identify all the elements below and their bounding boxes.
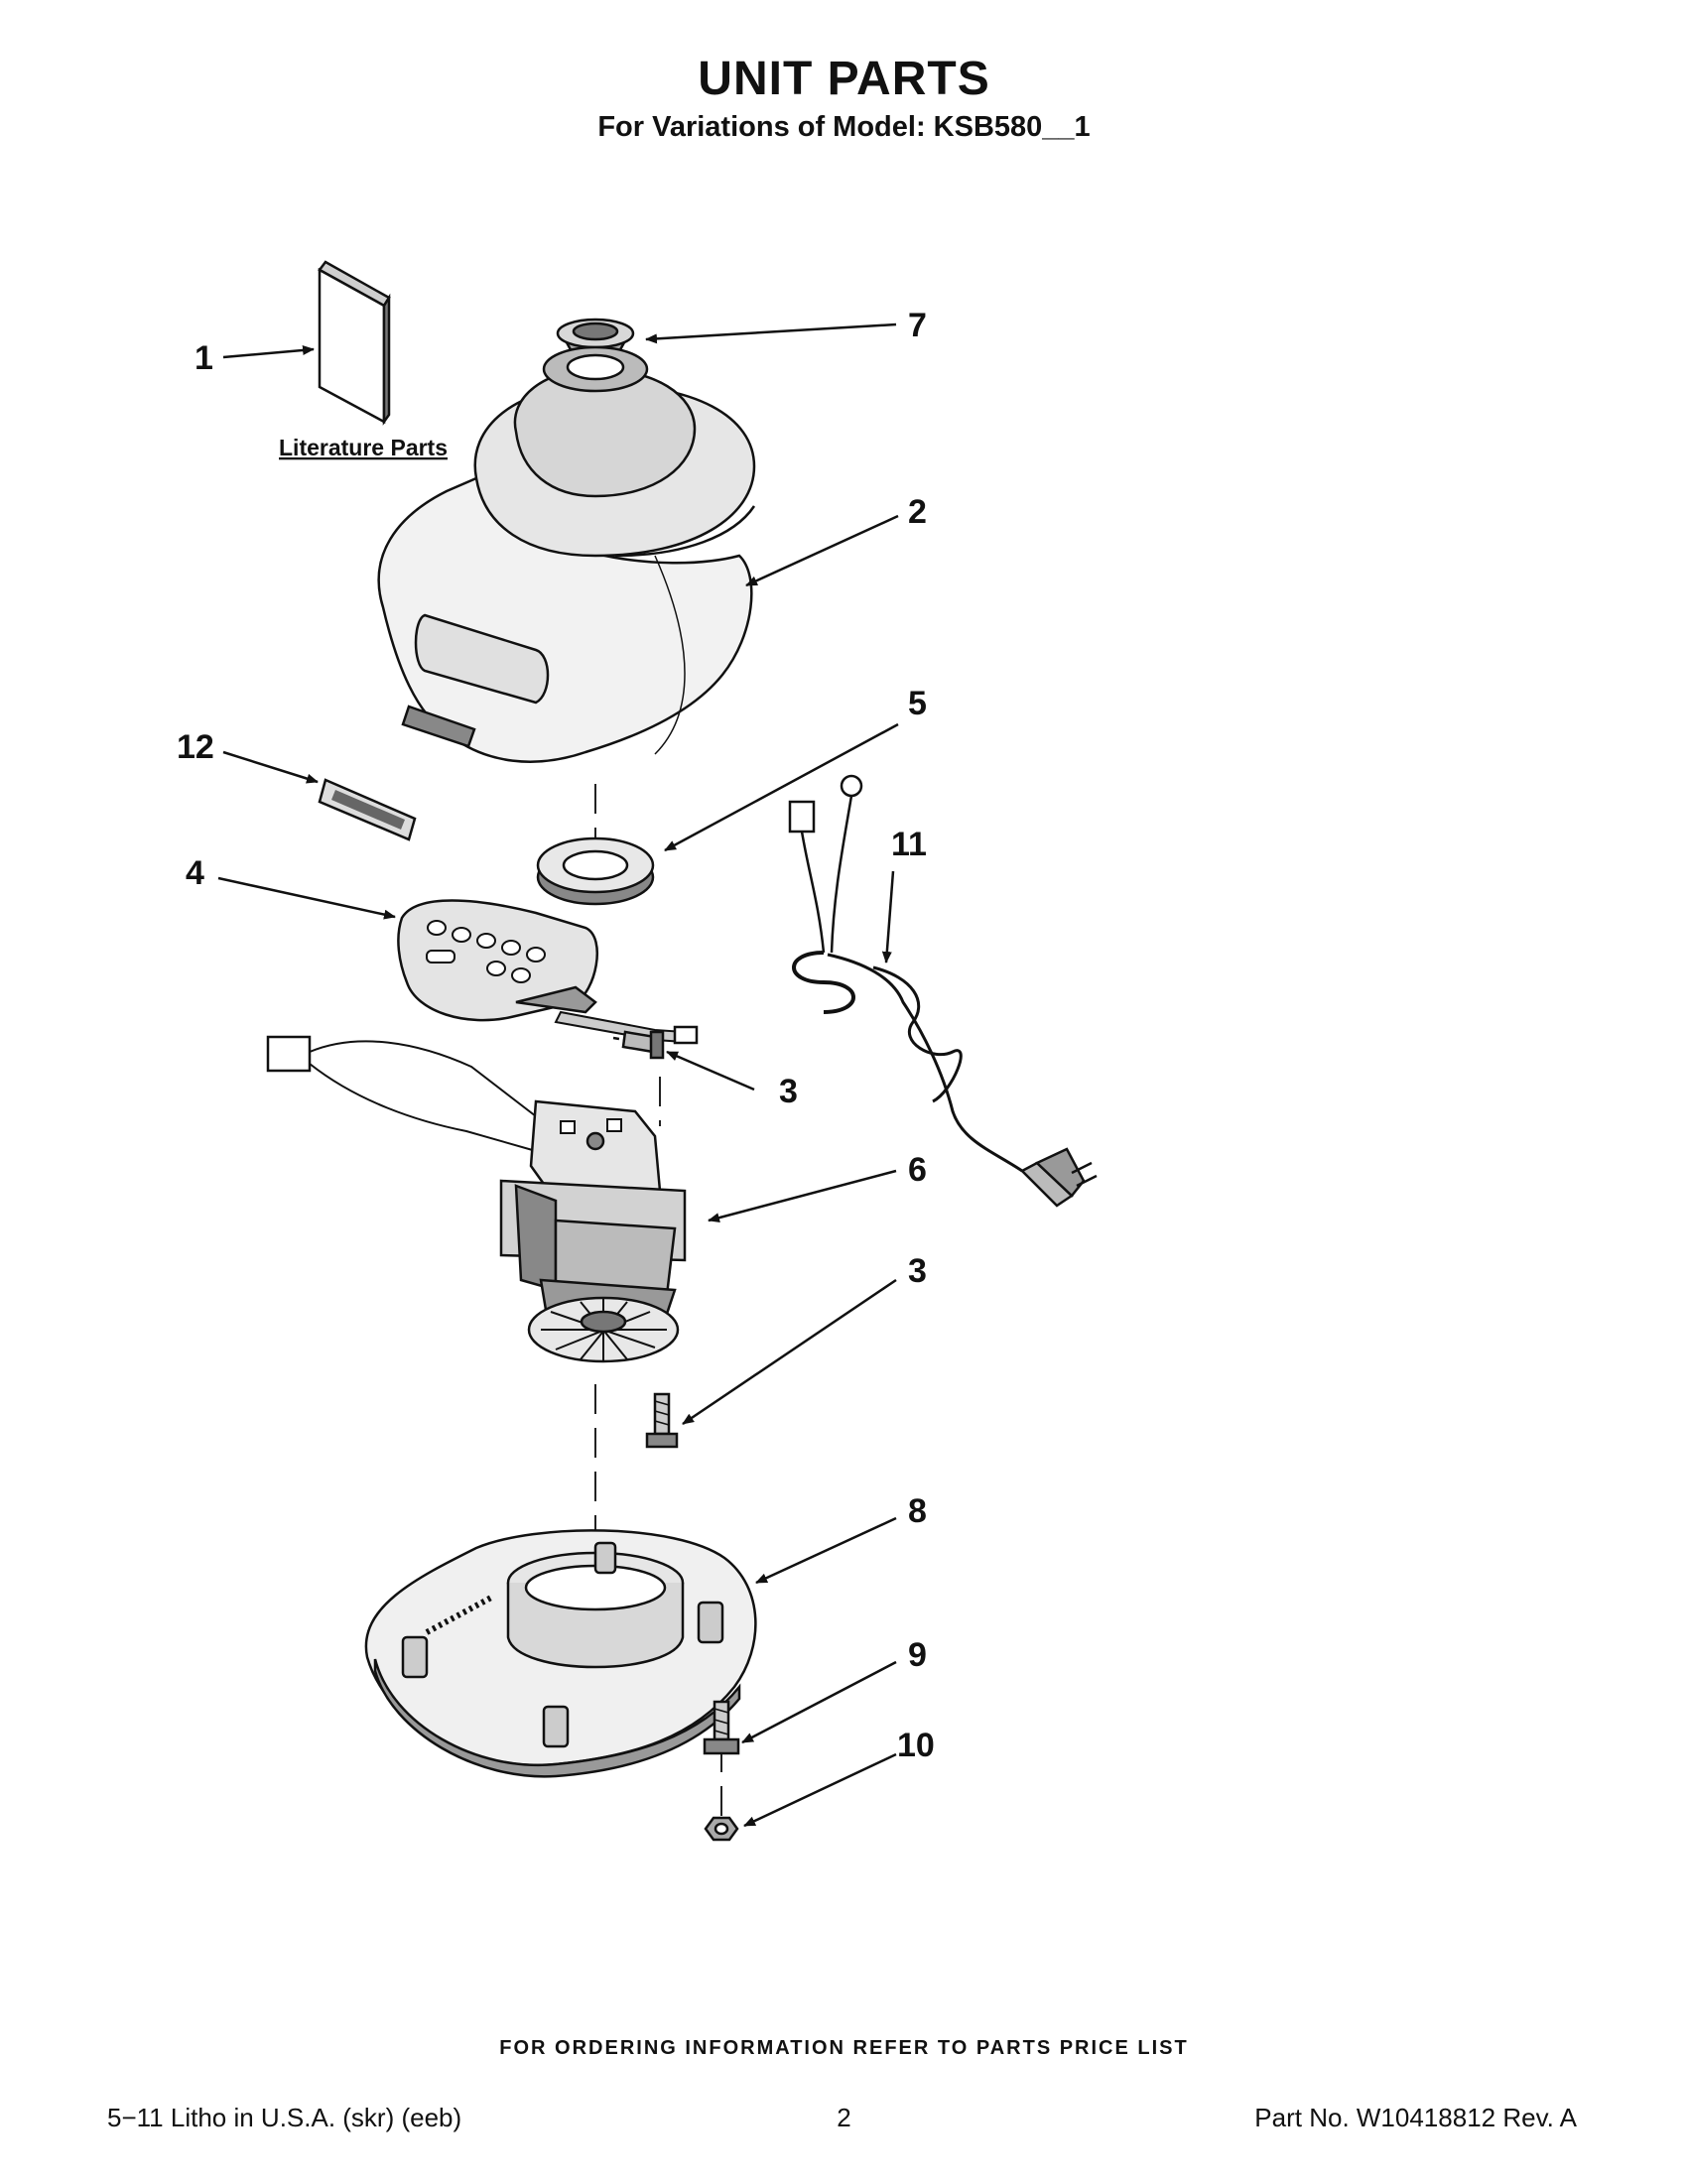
screw-part-upper — [612, 1030, 665, 1060]
gasket-ring-part — [536, 836, 655, 906]
literature-parts-label: Literature Parts — [279, 435, 448, 460]
callout-8: 8 — [908, 1492, 927, 1530]
screw-part-lower — [645, 1392, 679, 1449]
callout-5: 5 — [908, 685, 927, 722]
callout-9: 9 — [908, 1636, 927, 1674]
callout-3-lower: 3 — [908, 1252, 927, 1290]
callout-6: 6 — [908, 1151, 927, 1189]
base-housing-part — [377, 345, 756, 763]
screw-part-9 — [703, 1700, 740, 1755]
literature-booklet-part — [318, 260, 391, 426]
part-number: Part No. W10418812 Rev. A — [1254, 2103, 1577, 2132]
model-subtitle: For Variations of Model: KSB580__1 — [597, 111, 1091, 143]
callout-11: 11 — [891, 826, 927, 863]
control-panel-part — [397, 899, 699, 1045]
motor-assembly-part — [266, 1035, 687, 1363]
base-plate-part — [364, 1529, 757, 1778]
nut-part — [704, 1816, 739, 1842]
page-number: 2 — [837, 2103, 851, 2132]
page-title: UNIT PARTS — [698, 53, 990, 105]
ordering-note: FOR ORDERING INFORMATION REFER TO PARTS … — [499, 2037, 1189, 2059]
callout-3-upper: 3 — [779, 1073, 798, 1110]
kitchenaid-badge-part — [318, 778, 417, 841]
power-cord-part — [788, 774, 1098, 1208]
callout-10: 10 — [897, 1727, 935, 1764]
leader-arrows — [217, 322, 899, 1828]
callout-12: 12 — [177, 728, 214, 766]
callout-2: 2 — [908, 493, 927, 531]
callout-4: 4 — [186, 854, 204, 892]
callout-1: 1 — [195, 339, 213, 377]
litho-info: 5−11 Litho in U.S.A. (skr) (eeb) — [107, 2103, 462, 2132]
callout-7: 7 — [908, 307, 927, 344]
